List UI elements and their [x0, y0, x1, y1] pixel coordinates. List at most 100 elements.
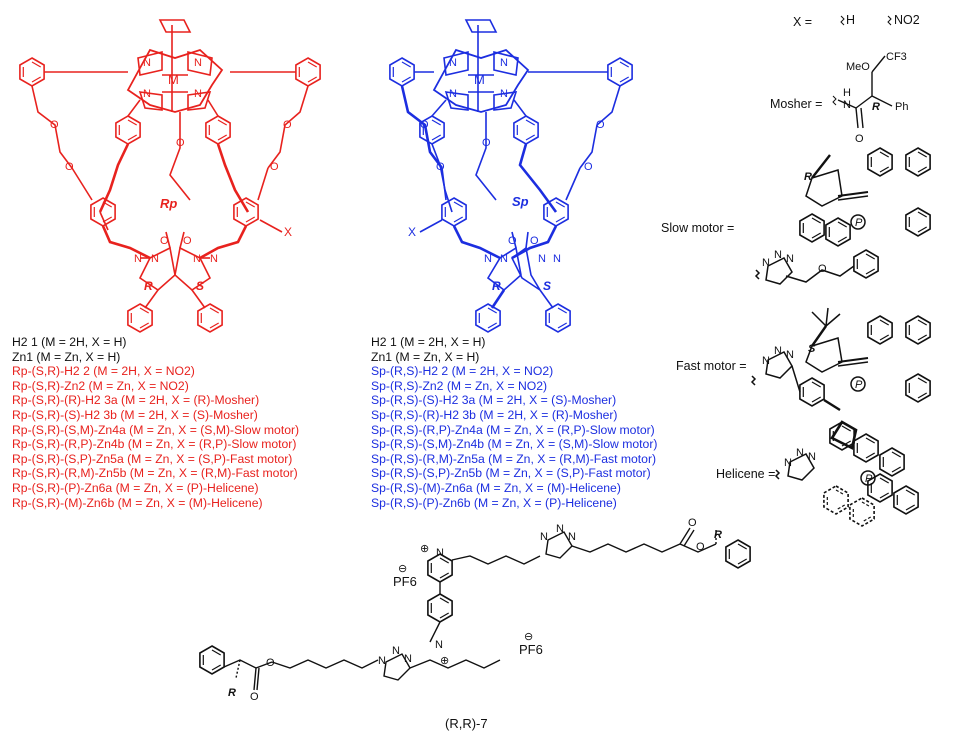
left-list-item: Rp-(S,R)-H2 2 (M = 2H, X = NO2): [12, 364, 195, 379]
right-list-item: Sp-(R,S)-(S,P)-Zn5b (M = Zn, X = (S,P)-F…: [371, 466, 651, 481]
svg-text:X =: X =: [793, 15, 812, 29]
left-list-item: Rp-(S,R)-(M)-Zn6b (M = Zn, X = (M)-Helic…: [12, 495, 263, 510]
svg-text:S: S: [543, 279, 551, 293]
right-list-item: Sp-(R,S)-Zn2 (M = Zn, X = NO2): [371, 378, 548, 393]
svg-text:O: O: [530, 235, 539, 247]
svg-text:N: N: [786, 349, 794, 361]
svg-text:N: N: [762, 257, 770, 269]
svg-text:S: S: [196, 279, 204, 293]
svg-text:O: O: [482, 137, 491, 149]
right-list-item: Sp-(R,S)-(S)-H2 3a (M = 2H, X = (S)-Mosh…: [371, 393, 617, 408]
svg-text:Sp: Sp: [512, 194, 529, 209]
svg-text:N: N: [500, 253, 508, 265]
svg-text:N: N: [404, 653, 412, 665]
svg-text:R: R: [804, 171, 812, 183]
svg-text:R: R: [714, 529, 722, 541]
svg-text:H: H: [843, 87, 851, 99]
svg-text:O: O: [50, 119, 59, 131]
svg-text:N: N: [540, 531, 548, 543]
left-list-item: Zn1 (M = Zn, X = H): [12, 349, 121, 364]
svg-text:CF3: CF3: [886, 51, 907, 63]
compound-7-label: (R,R)-7: [445, 716, 488, 731]
right-list-item: H2 1 (M = 2H, X = H): [371, 335, 486, 349]
right-list-item: Zn1 (M = Zn, X = H): [371, 349, 480, 364]
right-list-item: Sp-(R,S)-(R,P)-Zn4a (M = Zn, X = (R,P)-S…: [371, 422, 655, 437]
substituent-legend: X = H NO2 Mosher = H N O MeO CF3 R Ph Sl…: [661, 13, 931, 527]
right-atom-labels: N N N N M O O O O O O O N N N N X R S Sp: [408, 57, 605, 293]
left-list-item: Rp-(S,R)-Zn2 (M = Zn, X = NO2): [12, 378, 189, 393]
left-list-item: Rp-(S,R)-(P)-Zn6a (M = Zn, X = (P)-Helic…: [12, 480, 259, 495]
svg-text:N: N: [210, 253, 218, 265]
svg-text:N: N: [538, 253, 546, 265]
right-list-item: Sp-(R,S)-(M)-Zn6a (M = Zn, X = (M)-Helic…: [371, 480, 621, 495]
bottom-atom-labels: O O N N N N N N N N O O R R ⊕ ⊕ ⊖ ⊖: [228, 517, 722, 703]
svg-text:N: N: [786, 253, 794, 265]
svg-text:⊖: ⊖: [524, 631, 533, 643]
svg-text:O: O: [584, 161, 593, 173]
svg-text:P: P: [855, 217, 863, 229]
svg-text:N: N: [194, 88, 202, 100]
left-list-item: Rp-(S,R)-(R)-H2 3a (M = 2H, X = (R)-Mosh…: [12, 393, 260, 408]
left-list-item: Rp-(S,R)-(S)-H2 3b (M = 2H, X = (S)-Mosh…: [12, 407, 258, 422]
left-list-item: Rp-(S,R)-(S,P)-Zn5a (M = Zn, X = (S,P)-F…: [12, 451, 293, 466]
svg-text:O: O: [183, 235, 192, 247]
svg-text:N: N: [194, 57, 202, 69]
svg-text:R: R: [144, 279, 153, 293]
svg-text:O: O: [65, 161, 74, 173]
svg-text:R: R: [872, 101, 880, 113]
svg-text:O: O: [596, 119, 605, 131]
svg-text:Fast motor =: Fast motor =: [676, 359, 747, 373]
svg-text:N: N: [449, 88, 457, 100]
svg-text:O: O: [688, 517, 697, 529]
svg-text:N: N: [435, 639, 443, 651]
svg-text:Ph: Ph: [895, 101, 908, 113]
svg-text:Slow motor =: Slow motor =: [661, 221, 734, 235]
svg-text:NO2: NO2: [894, 13, 920, 27]
svg-text:Helicene =: Helicene =: [716, 467, 775, 481]
svg-text:N: N: [784, 457, 792, 469]
svg-text:N: N: [796, 447, 804, 459]
svg-text:O: O: [436, 161, 445, 173]
svg-text:N: N: [151, 253, 159, 265]
svg-text:N: N: [774, 249, 782, 261]
svg-text:N: N: [556, 523, 564, 535]
svg-text:M: M: [474, 72, 485, 87]
svg-text:P: P: [865, 473, 873, 485]
svg-text:MeO: MeO: [846, 61, 870, 73]
svg-text:N: N: [392, 645, 400, 657]
left-list-item: Rp-(S,R)-(R,P)-Zn4b (M = Zn, X = (R,P)-S…: [12, 437, 297, 452]
pf6-top-label: PF6: [393, 574, 417, 589]
left-compound-list: H2 1 (M = 2H, X = H) Zn1 (M = Zn, X = H)…: [12, 335, 299, 510]
svg-text:N: N: [193, 253, 201, 265]
svg-text:N: N: [143, 57, 151, 69]
svg-text:S: S: [808, 343, 816, 355]
svg-text:N: N: [436, 547, 444, 559]
pf6-bottom-label: PF6: [519, 642, 543, 657]
svg-text:M: M: [168, 72, 179, 87]
svg-text:O: O: [160, 235, 169, 247]
svg-text:O: O: [855, 133, 864, 145]
svg-text:N: N: [843, 99, 851, 111]
svg-text:O: O: [420, 119, 429, 131]
svg-text:O: O: [176, 137, 185, 149]
left-list-item: Rp-(S,R)-(R,M)-Zn5b (M = Zn, X = (R,M)-F…: [12, 466, 298, 481]
svg-text:N: N: [500, 57, 508, 69]
svg-text:X: X: [284, 225, 292, 239]
svg-text:O: O: [696, 541, 705, 553]
svg-text:N: N: [378, 655, 386, 667]
left-atom-labels: N N N N M O O O O O O O N N N N X R S Rp: [50, 57, 292, 293]
svg-text:Rp: Rp: [160, 196, 177, 211]
svg-text:⊕: ⊕: [440, 655, 449, 667]
svg-text:N: N: [500, 88, 508, 100]
svg-text:O: O: [270, 161, 279, 173]
svg-text:N: N: [568, 531, 576, 543]
svg-text:O: O: [818, 263, 827, 275]
svg-text:N: N: [143, 88, 151, 100]
svg-text:N: N: [134, 253, 142, 265]
svg-text:N: N: [553, 253, 561, 265]
right-compound-list: H2 1 (M = 2H, X = H) Zn1 (M = Zn, X = H)…: [371, 335, 657, 510]
svg-text:R: R: [492, 279, 501, 293]
svg-text:N: N: [484, 253, 492, 265]
svg-text:O: O: [266, 657, 275, 669]
